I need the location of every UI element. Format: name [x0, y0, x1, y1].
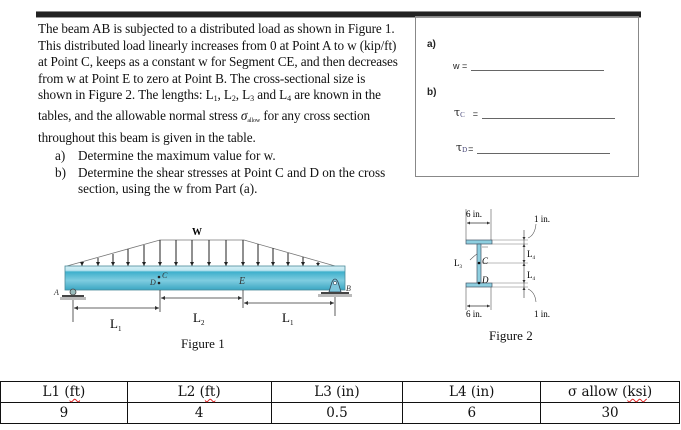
table-header-row: L1 (ft) L2 (ft) L3 (in) L4 (in) σ allow … [0, 381, 680, 403]
tau-d-answer-line[interactable] [477, 153, 611, 154]
subscript: 3 [250, 94, 255, 104]
problem-line-4: from w at Point E to zero at Point B. Th… [38, 70, 366, 86]
table-row: 9 4 0.5 6 30 [0, 402, 680, 424]
figure-2-caption: Figure 2 [489, 328, 533, 343]
section-point-d-label: D [481, 275, 489, 285]
subscript: 2 [231, 94, 236, 104]
equals-sign: = [472, 109, 479, 119]
header-rule [36, 11, 641, 18]
distributed-load [66, 239, 336, 267]
web-thickness-label: L3 [454, 258, 463, 270]
task-label: b) [55, 164, 66, 180]
bottom-flange-width-label: 6 in. [466, 309, 482, 319]
text-fragment: shown in Figure 2. The lengths: L [38, 87, 214, 103]
header-sigma-allow: σ allow (ksi) [540, 381, 680, 403]
task-text: Determine the shear stresses at Point C … [78, 164, 386, 180]
problem-line-2: This distributed load linearly increases… [38, 37, 397, 53]
problem-line-6: tables, and the allowable normal stress … [38, 108, 408, 130]
header-l2: L2 (ft) [126, 381, 272, 403]
w-label: w = [453, 61, 468, 71]
dim-label-l2: L2 [193, 310, 205, 327]
task-b: b) Determine the shear stresses at Point … [55, 165, 385, 182]
top-flange-thickness-label: 1 in. [534, 214, 550, 224]
task-list: a) Determine the maximum value for w. b) D… [55, 148, 385, 198]
upper-web-height-label: L4 [527, 249, 536, 261]
top-flange-width-label: 6 in. [466, 209, 482, 219]
point-d-label: D [149, 278, 156, 287]
point-a-label: A [53, 288, 59, 297]
dim-label-l1-left: L1 [110, 316, 122, 333]
section-point-c-label: C [482, 256, 489, 266]
dimension-arrowheads [74, 296, 334, 310]
value-l1: 9 [0, 402, 128, 424]
task-text: Determine the maximum value for w. [78, 148, 276, 163]
point-c-dot [157, 275, 161, 279]
problem-line-7: throughout this beam is given in the tab… [38, 129, 256, 145]
figure-2-cross-section [465, 209, 537, 310]
text-fragment: are known in the [291, 87, 381, 103]
value-sigma-allow: 30 [540, 402, 680, 424]
problem-line-1: The beam AB is subjected to a distribute… [38, 21, 395, 36]
sigma-symbol: σ [240, 107, 248, 123]
header-l1: L1 (ft) [0, 381, 128, 403]
tau-symbol: τ [454, 106, 461, 119]
lower-web-height-label: L4 [527, 270, 536, 282]
task-label: a) [55, 148, 66, 163]
subscript: 4 [287, 94, 292, 104]
point-b-label: B [346, 284, 351, 293]
dim-label-l1-right: L1 [282, 310, 294, 327]
text-fragment: and L [254, 87, 288, 103]
subscript: C [460, 111, 465, 119]
bottom-flange-thickness-label: 1 in. [534, 309, 550, 319]
header-l3: L3 (in) [270, 381, 404, 403]
task-b-continued: section, using the w from Part (a). [78, 181, 258, 197]
answer-part-b-label: b) [427, 87, 437, 98]
load-label-w: W [192, 227, 202, 238]
roller-support-a [60, 288, 86, 300]
answer-w-field[interactable]: w = [453, 61, 605, 71]
subscript: D [462, 146, 468, 154]
text-fragment: , L [235, 87, 251, 103]
beam [64, 265, 346, 291]
problem-line-3: at Point C, keeps as a constant w for Se… [38, 54, 398, 70]
header-l4: L4 (in) [402, 381, 542, 403]
parameters-table: L1 (ft) L2 (ft) L3 (in) L4 (in) σ allow … [0, 381, 680, 424]
text-fragment: , L [217, 87, 232, 103]
subscript: 1 [213, 94, 218, 104]
value-l3: 0.5 [270, 402, 404, 424]
point-d-dot [157, 281, 161, 285]
equals-sign: = [468, 144, 474, 154]
figure-1-caption: Figure 1 [181, 336, 225, 351]
text-fragment: tables, and the allowable normal stress [38, 107, 241, 123]
subscript: allow [247, 117, 261, 124]
problem-statement: The beam AB is subjected to a distribute… [38, 21, 408, 146]
tau-c-answer-line[interactable] [482, 118, 616, 119]
point-e-label: E [238, 276, 245, 287]
pin-support-b [318, 278, 352, 297]
value-l4: 6 [402, 402, 542, 424]
tau-symbol: τ [456, 141, 463, 154]
w-answer-line[interactable] [471, 70, 605, 71]
text-fragment: for any cross section [260, 107, 371, 123]
point-c-label: C [162, 271, 168, 280]
value-l2: 4 [126, 402, 272, 424]
task-a: a) Determine the maximum value for w. [55, 148, 385, 165]
top-flange [465, 239, 493, 245]
answer-part-a-label: a) [427, 39, 436, 50]
problem-line-5: shown in Figure 2. The lengths: L1, L2, … [38, 87, 408, 108]
dimension-lines [72, 290, 336, 322]
